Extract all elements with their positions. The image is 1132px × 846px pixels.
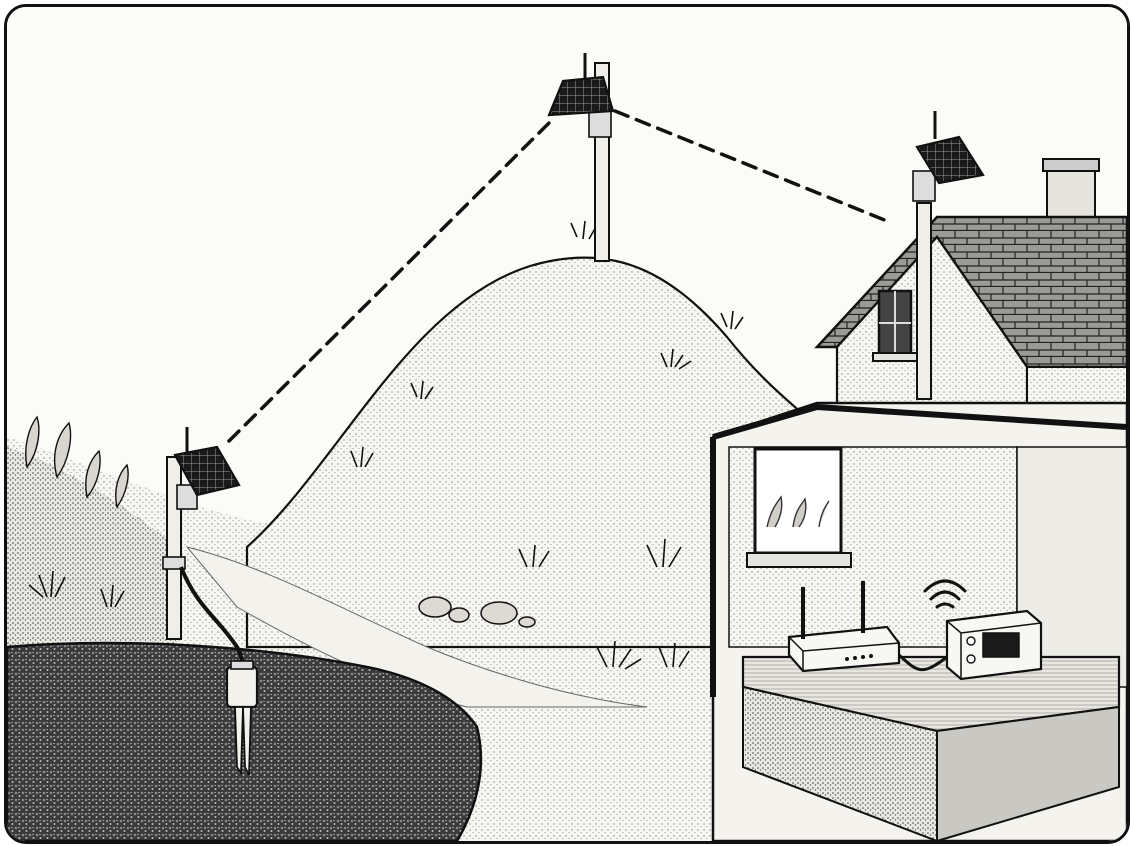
- iot-network-illustration: [7, 7, 1127, 841]
- base-station-display-icon: [947, 611, 1041, 679]
- house-interior-cutaway: [713, 403, 1127, 841]
- illustration-frame: [4, 4, 1130, 844]
- window: [755, 449, 841, 553]
